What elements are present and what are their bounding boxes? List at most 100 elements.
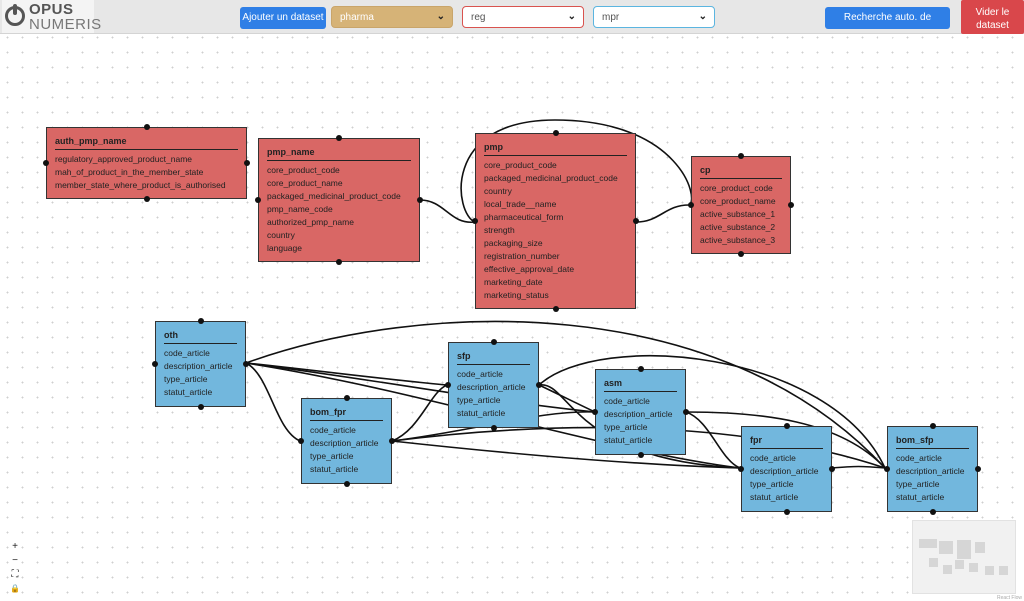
node-field: code_article <box>750 453 796 463</box>
chevron-down-icon: ⌄ <box>436 11 445 22</box>
connection-handle[interactable] <box>343 395 350 401</box>
connection-handle[interactable] <box>197 404 204 410</box>
connection-handle[interactable] <box>688 202 694 208</box>
node-field: core_product_code <box>484 160 557 170</box>
clear-dataset-button[interactable]: Vider le dataset <box>961 0 1024 34</box>
flow-controls: + − ⛶ 🔒 <box>8 540 22 596</box>
zoom-out-button[interactable]: − <box>12 555 18 566</box>
connection-handle[interactable] <box>637 366 644 372</box>
connection-handle[interactable] <box>152 361 158 367</box>
connection-handle[interactable] <box>788 202 794 208</box>
node-field: regulatory_approved_product_name <box>55 154 193 164</box>
node-oth[interactable]: oth code_article description_article typ… <box>155 321 246 407</box>
node-field: country <box>484 186 512 196</box>
node-pmp-name[interactable]: pmp_name core_product_code core_product_… <box>258 138 420 262</box>
node-bom-fpr[interactable]: bom_fpr code_article description_article… <box>301 398 392 484</box>
connection-handle[interactable] <box>197 318 204 324</box>
node-field: description_article <box>164 361 233 371</box>
connection-handle[interactable] <box>738 153 744 159</box>
node-field: type_article <box>164 374 208 384</box>
node-field: marketing_status <box>484 290 549 300</box>
connection-handle[interactable] <box>783 423 790 429</box>
node-field: code_article <box>896 453 942 463</box>
top-toolbar: OPUS NUMERIS Ajouter un dataset pharma ⌄… <box>0 0 1024 45</box>
connection-handle[interactable] <box>43 160 49 166</box>
node-field: code_article <box>164 348 210 358</box>
node-auth-pmp-name[interactable]: auth_pmp_name regulatory_approved_produc… <box>46 127 247 199</box>
connection-handle[interactable] <box>343 481 350 487</box>
connection-handle[interactable] <box>738 251 744 257</box>
node-field: active_substance_3 <box>700 235 776 245</box>
connection-handle[interactable] <box>683 409 689 415</box>
node-field: core_product_name <box>700 196 776 206</box>
connection-handle[interactable] <box>472 218 478 224</box>
connection-handle[interactable] <box>975 466 981 472</box>
connection-handle[interactable] <box>633 218 639 224</box>
fit-view-button[interactable]: ⛶ <box>11 569 19 580</box>
dataset-select-reg[interactable]: reg ⌄ <box>462 6 584 28</box>
node-sfp[interactable]: sfp code_article description_article typ… <box>448 342 539 428</box>
node-field: type_article <box>750 479 794 489</box>
connection-handle[interactable] <box>445 382 451 388</box>
node-field: type_article <box>604 422 648 432</box>
connection-handle[interactable] <box>592 409 598 415</box>
dataset-select-mpr[interactable]: mpr ⌄ <box>593 6 715 28</box>
node-title: asm <box>604 378 677 392</box>
minimap[interactable] <box>912 520 1016 594</box>
connection-handle[interactable] <box>336 259 342 265</box>
connection-handle[interactable] <box>929 423 936 429</box>
connection-handle[interactable] <box>783 509 790 515</box>
node-title: bom_fpr <box>310 407 383 421</box>
node-title: pmp_name <box>267 147 411 161</box>
connection-handle[interactable] <box>552 130 559 136</box>
node-asm[interactable]: asm code_article description_article typ… <box>595 369 686 455</box>
node-bom-sfp[interactable]: bom_sfp code_article description_article… <box>887 426 978 512</box>
connection-handle[interactable] <box>143 196 150 202</box>
edge <box>538 355 886 469</box>
edge <box>538 384 596 413</box>
node-field: local_trade__name <box>484 199 557 209</box>
connection-handle[interactable] <box>637 452 644 458</box>
connection-handle[interactable] <box>536 382 542 388</box>
node-field: description_article <box>896 466 965 476</box>
node-field: strength <box>484 225 515 235</box>
connection-handle[interactable] <box>738 466 744 472</box>
node-field: mah_of_product_in_the_member_state <box>55 167 204 177</box>
node-field: code_article <box>310 425 356 435</box>
connection-handle[interactable] <box>490 425 497 431</box>
add-dataset-button[interactable]: Ajouter un dataset <box>240 7 326 29</box>
connection-handle[interactable] <box>884 466 890 472</box>
minimap-node <box>929 558 938 567</box>
connection-handle[interactable] <box>829 466 835 472</box>
node-field: type_article <box>896 479 940 489</box>
edge <box>245 362 596 413</box>
connection-handle[interactable] <box>243 361 249 367</box>
edge <box>245 362 448 386</box>
connection-handle[interactable] <box>336 135 342 141</box>
connection-handle[interactable] <box>417 197 423 203</box>
node-field: statut_article <box>310 464 359 474</box>
auto-relations-button[interactable]: Recherche auto. de relations <box>825 7 950 45</box>
connection-handle[interactable] <box>244 160 250 166</box>
node-field: authorized_pmp_name <box>267 217 354 227</box>
node-field: description_article <box>604 409 673 419</box>
connection-handle[interactable] <box>143 124 150 130</box>
connection-handle[interactable] <box>552 306 559 312</box>
minimap-node <box>969 563 978 572</box>
connection-handle[interactable] <box>389 438 395 444</box>
node-cp[interactable]: cp core_product_code core_product_name a… <box>691 156 791 254</box>
dataset-select-pharma[interactable]: pharma ⌄ <box>331 6 453 28</box>
connection-handle[interactable] <box>298 438 304 444</box>
connection-handle[interactable] <box>255 197 261 203</box>
node-pmp[interactable]: pmp core_product_code packaged_medicinal… <box>475 133 636 309</box>
node-field: statut_article <box>896 492 945 502</box>
edge <box>635 204 690 223</box>
node-fpr[interactable]: fpr code_article description_article typ… <box>741 426 832 512</box>
power-icon <box>5 4 25 26</box>
minimap-node <box>943 565 952 574</box>
connection-handle[interactable] <box>490 339 497 345</box>
attribution-link[interactable]: React Flow <box>996 595 1022 601</box>
zoom-in-button[interactable]: + <box>12 541 18 552</box>
connection-handle[interactable] <box>929 509 936 515</box>
lock-icon[interactable]: 🔒 <box>10 584 20 593</box>
